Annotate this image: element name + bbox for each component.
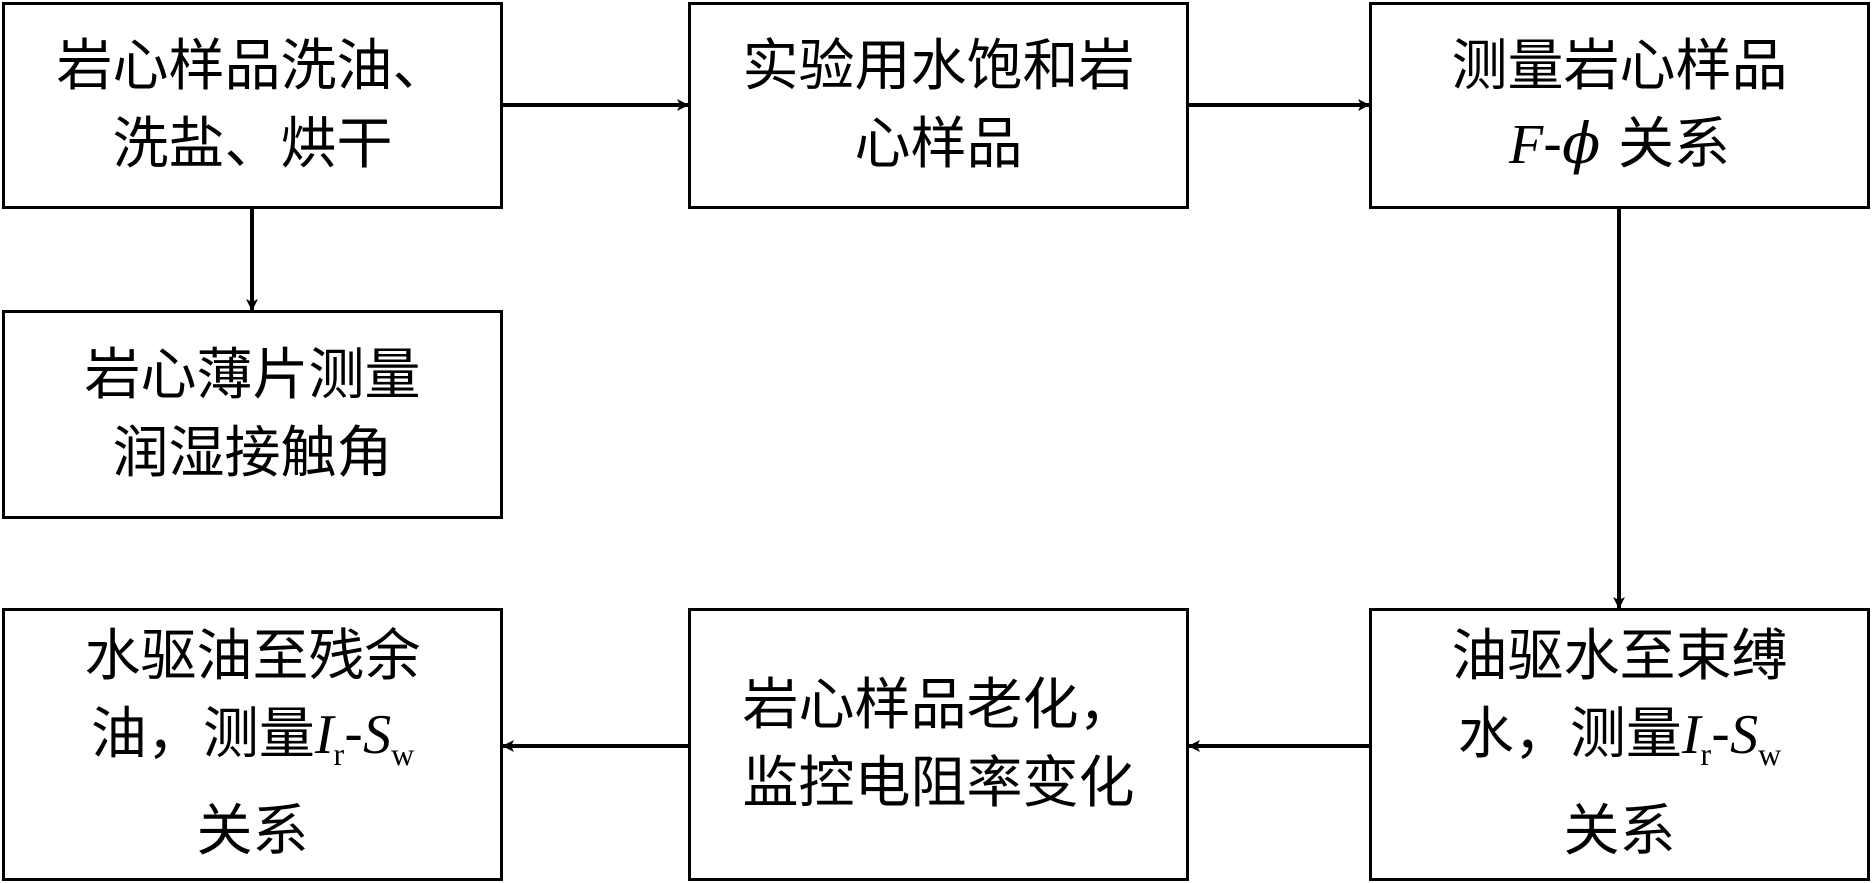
node-saturate-sample: 实验用水饱和岩 心样品 xyxy=(688,2,1189,209)
node-oil-drive-line-1: 油驱水至束缚 xyxy=(1451,624,1788,689)
node-aging-line-2: 监控电阻率变化 xyxy=(742,750,1135,816)
node-thin-section: 岩心薄片测量 润湿接触角 xyxy=(2,310,503,519)
var-f: F xyxy=(1508,113,1544,176)
dash: - xyxy=(1711,702,1731,767)
node-clean-line-1: 岩心样品洗油、 xyxy=(56,33,449,99)
node-aging-line-1: 岩心样品老化， xyxy=(742,672,1135,738)
node-oil-drive-line-3: 关系 xyxy=(1563,799,1676,864)
oil-drive-prefix: 水，测量 xyxy=(1457,702,1682,767)
node-water-drive-line-2: 油，测量Ir-Sw xyxy=(91,696,414,793)
node-saturate-line-1: 实验用水饱和岩 xyxy=(742,33,1135,99)
node-oil-drive-line-2: 水，测量Ir-Sw xyxy=(1458,696,1781,793)
node-clean-line-2: 洗盐、烘干 xyxy=(112,111,393,177)
node-measure-f-line-2: F-ϕ 关系 xyxy=(1509,106,1730,184)
node-measure-f-phi: 测量岩心样品 F-ϕ 关系 xyxy=(1369,2,1870,209)
node-aging: 岩心样品老化， 监控电阻率变化 xyxy=(688,608,1189,881)
relation-suffix: 关系 xyxy=(1600,111,1731,177)
node-measure-f-line-1: 测量岩心样品 xyxy=(1451,33,1788,99)
node-water-drive-line-3: 关系 xyxy=(196,799,309,864)
var-phi: ϕ xyxy=(1562,111,1601,177)
node-saturate-line-2: 心样品 xyxy=(854,111,1023,177)
node-thin-section-line-2: 润湿接触角 xyxy=(112,420,393,486)
dash: - xyxy=(1543,111,1563,177)
node-water-drive: 水驱油至残余 油，测量Ir-Sw 关系 xyxy=(2,608,503,881)
var-s: S xyxy=(1730,704,1759,766)
node-clean-sample: 岩心样品洗油、 洗盐、烘干 xyxy=(2,2,503,209)
dash: - xyxy=(344,702,364,767)
var-i: I xyxy=(1681,704,1701,766)
sub-w: w xyxy=(1758,736,1782,772)
sub-r: r xyxy=(1700,736,1712,772)
water-drive-prefix: 油，测量 xyxy=(90,702,315,767)
node-water-drive-line-1: 水驱油至残余 xyxy=(84,624,421,689)
node-oil-drive: 油驱水至束缚 水，测量Ir-Sw 关系 xyxy=(1369,608,1870,881)
var-i: I xyxy=(314,704,334,766)
sub-w: w xyxy=(391,736,415,772)
var-s: S xyxy=(363,704,392,766)
sub-r: r xyxy=(333,736,345,772)
node-thin-section-line-1: 岩心薄片测量 xyxy=(84,342,421,408)
